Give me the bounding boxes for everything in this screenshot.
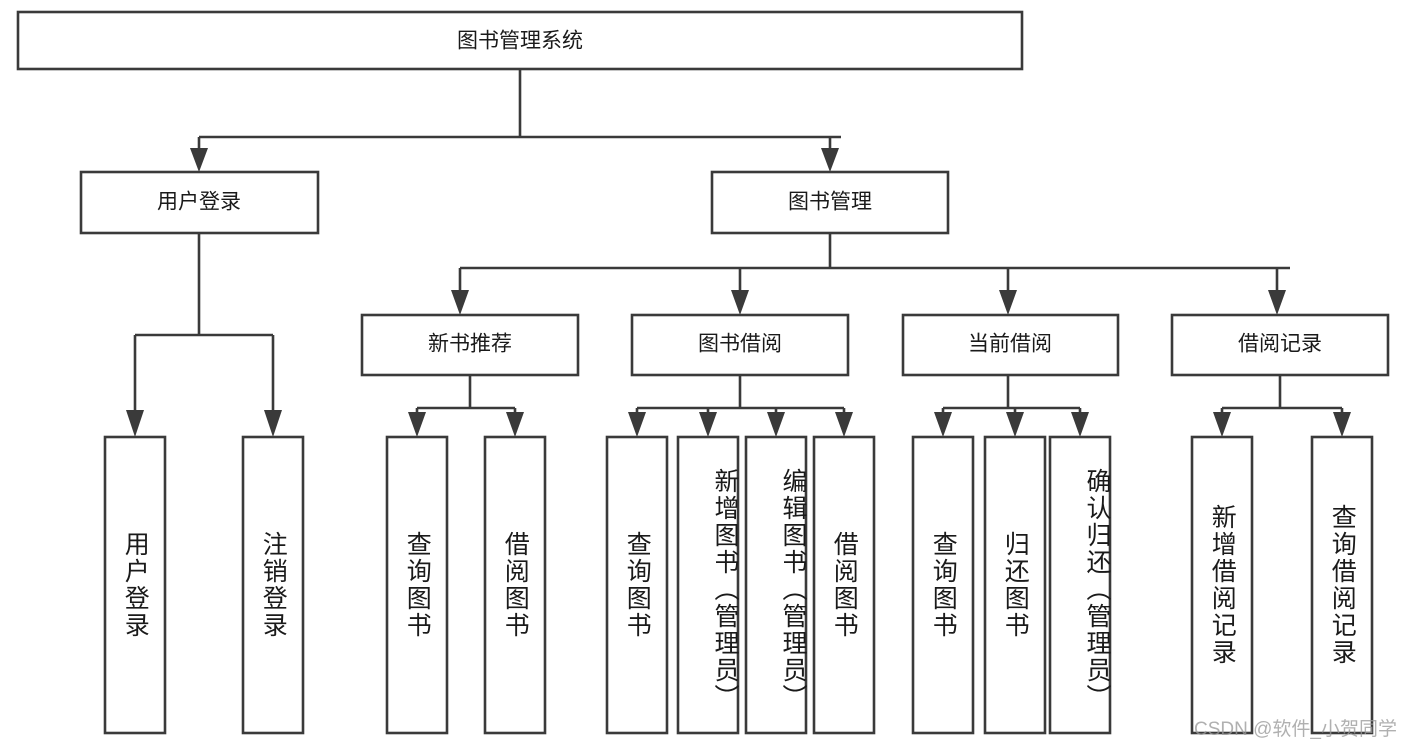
arrowhead-leaf-borrow-book-bb <box>835 412 853 437</box>
arrowhead-leaf-edit-book-admin <box>767 412 785 437</box>
node-root-box[interactable] <box>16 10 1024 71</box>
arrowhead-leaf-user-logout <box>264 410 282 437</box>
arrowhead-leaf-query-borrow-record <box>1333 412 1351 437</box>
arrowhead-leaf-query-book-rec <box>408 412 426 437</box>
arrowhead-leaf-user-login <box>126 410 144 437</box>
arrowhead-user-login <box>190 148 208 172</box>
node-book-manage-box[interactable] <box>710 170 950 235</box>
node-leaf-return-book-box[interactable] <box>983 435 1047 735</box>
node-book-manage-label: 图书管理 <box>788 191 872 214</box>
arrowhead-leaf-add-borrow-record <box>1213 412 1231 437</box>
node-leaf-edit-book-admin-box[interactable] <box>744 435 808 735</box>
node-leaf-query-borrow-record-box[interactable] <box>1310 435 1374 735</box>
node-leaf-query-book-rec-box[interactable] <box>385 435 449 735</box>
arrowhead-leaf-return-book <box>1006 412 1024 437</box>
arrowhead-new-book-rec <box>451 290 469 315</box>
arrowhead-leaf-borrow-book-rec <box>506 412 524 437</box>
connectors-layer <box>126 69 1351 437</box>
node-leaf-confirm-return-admin-box[interactable] <box>1048 435 1112 735</box>
arrowhead-leaf-query-book-bb <box>628 412 646 437</box>
node-current-borrow-box[interactable] <box>901 313 1120 377</box>
node-book-borrow-box[interactable] <box>630 313 850 377</box>
arrowhead-book-manage <box>821 148 839 172</box>
node-leaf-query-book-cb-box[interactable] <box>911 435 975 735</box>
node-leaf-add-book-admin-box[interactable] <box>676 435 740 735</box>
node-new-book-rec-label: 新书推荐 <box>428 333 512 356</box>
node-leaf-user-login-box[interactable] <box>103 435 167 735</box>
node-new-book-rec-box[interactable] <box>360 313 580 377</box>
arrowhead-leaf-query-book-cb <box>934 412 952 437</box>
arrowhead-leaf-add-book-admin <box>699 412 717 437</box>
node-borrow-record-box[interactable] <box>1170 313 1390 377</box>
node-book-borrow-label: 图书借阅 <box>698 333 782 356</box>
node-user-login-label: 用户登录 <box>157 191 241 214</box>
node-leaf-add-borrow-record-box[interactable] <box>1190 435 1254 735</box>
arrowhead-borrow-record <box>1268 290 1286 315</box>
node-user-login-box[interactable] <box>79 170 320 235</box>
arrowhead-book-borrow <box>731 290 749 315</box>
node-borrow-record-label: 借阅记录 <box>1238 333 1322 356</box>
csdn-watermark: CSDN @软件_小贺同学 <box>1194 719 1397 740</box>
nodes-layer: 图书管理系统 用户登录 图书管理 新书推荐 图书借阅 当前借阅 借阅记录 <box>16 10 1390 735</box>
node-root-label: 图书管理系统 <box>457 30 583 53</box>
node-current-borrow-label: 当前借阅 <box>968 333 1052 356</box>
node-leaf-borrow-book-bb-box[interactable] <box>812 435 876 735</box>
node-leaf-user-logout-box[interactable] <box>241 435 305 735</box>
node-leaf-query-book-bb-box[interactable] <box>605 435 669 735</box>
arrowhead-leaf-confirm-return-admin <box>1071 412 1089 437</box>
node-leaf-borrow-book-rec-box[interactable] <box>483 435 547 735</box>
arrowhead-current-borrow <box>999 290 1017 315</box>
